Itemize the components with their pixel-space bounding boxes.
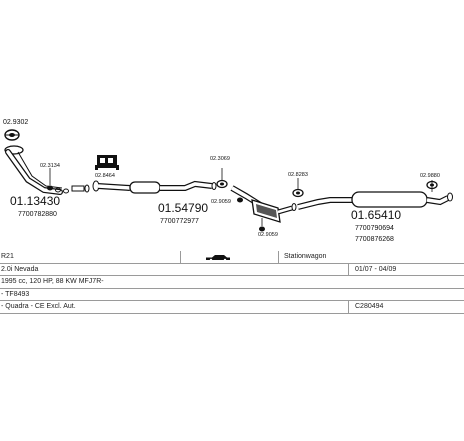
exhaust-diagram: 02.9302 02.3134 01.13430 bbox=[3, 119, 453, 243]
engine-name-cell: 2.0i Nevada bbox=[1, 265, 39, 273]
bracket-icon bbox=[95, 155, 119, 170]
part-oem-p10-b: 7700876268 bbox=[355, 236, 394, 243]
type-code-cell: - TF8493 bbox=[1, 290, 30, 298]
part-label-p6: 02.3069 bbox=[210, 156, 230, 162]
variant-cell: - Quadra - CE Excl. Aut. bbox=[1, 303, 76, 310]
table-row: 1995 cc, 120 HP, 88 KW MFJ7R- bbox=[0, 276, 464, 289]
rear-silencer bbox=[297, 191, 453, 210]
part-label-p7: 02.9059 bbox=[211, 199, 231, 205]
gasket-icon bbox=[47, 168, 69, 194]
part-label-p10: 01.65410 bbox=[351, 208, 401, 222]
exhaust-diagram-svg: 02.9302 02.3134 01.13430 bbox=[3, 119, 453, 243]
front-pipe bbox=[4, 145, 63, 195]
part-label-p4: 02.8464 bbox=[95, 173, 115, 179]
engine-spec-cell: 1995 cc, 120 HP, 88 KW MFJ7R- bbox=[1, 278, 104, 285]
part-label-p11: 02.9880 bbox=[420, 173, 440, 179]
table-row: - Quadra - CE Excl. Aut. C280494 bbox=[0, 301, 464, 314]
car-icon bbox=[205, 254, 231, 266]
front-silencer bbox=[92, 180, 217, 194]
part-label-p2: 02.3134 bbox=[40, 163, 60, 169]
clamp-rear-icon bbox=[292, 178, 304, 198]
part-label-p3: 01.13430 bbox=[10, 194, 60, 208]
table-row: R21 Stationwagon bbox=[0, 251, 464, 264]
part-label-p1: 02.9302 bbox=[3, 119, 28, 126]
part-oem-p5: 7700772977 bbox=[160, 218, 199, 225]
model-cell: R21 bbox=[1, 253, 14, 260]
part-label-p8: 02.9059 bbox=[258, 232, 278, 238]
clamp-tail-icon bbox=[426, 180, 438, 192]
part-oem-p3: 7700782880 bbox=[18, 211, 57, 218]
part-oem-p10-a: 7700790694 bbox=[355, 225, 394, 232]
centre-silencer bbox=[230, 185, 297, 223]
connecting-pipe bbox=[71, 184, 90, 193]
table-row: - TF8493 bbox=[0, 289, 464, 301]
clamp-icon bbox=[4, 129, 20, 141]
vehicle-info-table: R21 Stationwagon 2.0i Nevada 01/07 - 04/… bbox=[0, 251, 464, 314]
kit-code-cell: C280494 bbox=[355, 303, 384, 310]
body-type-cell: Stationwagon bbox=[284, 253, 327, 260]
clamp-small-icon bbox=[216, 168, 228, 189]
bolt-icon bbox=[237, 197, 265, 232]
table-row: 2.0i Nevada 01/07 - 04/09 bbox=[0, 263, 464, 276]
date-range-cell: 01/07 - 04/09 bbox=[355, 265, 397, 273]
part-label-p5: 01.54790 bbox=[158, 201, 208, 215]
part-label-p9: 02.8283 bbox=[288, 172, 308, 178]
